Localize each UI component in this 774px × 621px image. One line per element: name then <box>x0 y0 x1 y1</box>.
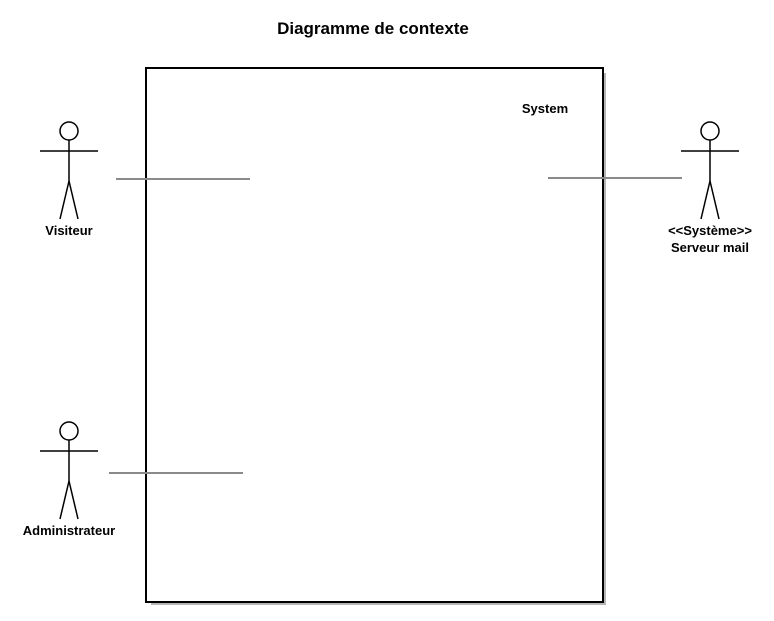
actor-stereotype-serveur-mail: <<Système>> <box>668 223 752 238</box>
association-serveur-mail[interactable] <box>548 177 682 179</box>
diagram-title: Diagramme de contexte <box>277 19 469 38</box>
association-administrateur[interactable] <box>109 472 243 474</box>
actor-serveur-mail[interactable] <box>679 121 741 221</box>
system-boundary[interactable] <box>145 67 604 603</box>
stick-figure-icon <box>40 121 98 220</box>
system-label: System <box>521 101 569 116</box>
actor-label-administrateur: Administrateur <box>22 523 116 538</box>
actor-administrateur[interactable] <box>38 421 100 521</box>
stick-figure-icon <box>40 421 98 520</box>
actor-label-visiteur: Visiteur <box>45 223 93 238</box>
actor-label-serveur-mail: Serveur mail <box>670 240 750 255</box>
association-visiteur[interactable] <box>116 178 250 180</box>
actor-visiteur[interactable] <box>38 121 100 221</box>
stick-figure-icon <box>681 121 739 220</box>
